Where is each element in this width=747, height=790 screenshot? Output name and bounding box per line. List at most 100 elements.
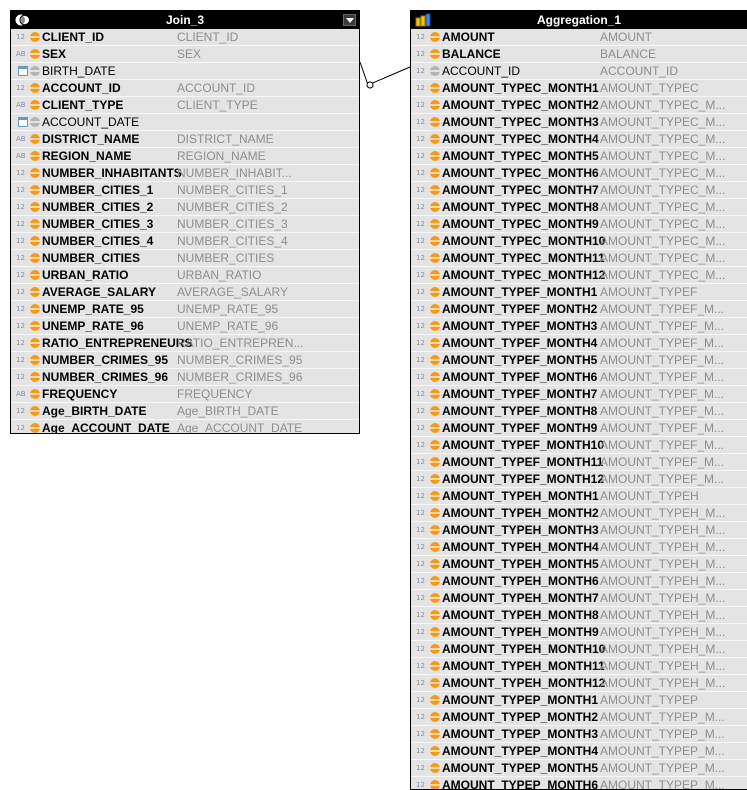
field-alias: AMOUNT_TYPEC (600, 81, 699, 95)
field-alias: AMOUNT_TYPEP_M... (600, 761, 725, 775)
datatype-badge: 12 (416, 543, 425, 551)
field-name: AMOUNT_TYPEH_MONTH8 (442, 608, 599, 622)
join-node-title: Join_3 (165, 13, 204, 27)
measure-icon (430, 321, 440, 331)
field-name: AMOUNT_TYPEF_MONTH5 (442, 353, 598, 367)
measure-icon (430, 134, 440, 144)
field-alias: NUMBER_CITIES_1 (177, 183, 288, 197)
field-row[interactable]: ACCOUNT_DATE (11, 114, 359, 131)
connector-joint[interactable] (366, 81, 374, 89)
field-row[interactable]: BIRTH_DATE (11, 63, 359, 80)
calendar-icon (18, 66, 28, 76)
field-alias: NUMBER_CRIMES_96 (177, 370, 303, 384)
field-name: AMOUNT_TYPEC_MONTH6 (442, 166, 599, 180)
field-alias: AMOUNT_TYPEF_M... (600, 387, 725, 401)
datatype-badge: 12 (416, 458, 425, 466)
field-name: NUMBER_CITIES_2 (42, 200, 154, 214)
join-node-header[interactable]: Join_3 (11, 11, 359, 29)
chevron-down-icon[interactable] (343, 14, 356, 26)
attribute-icon (30, 117, 40, 127)
measure-icon (430, 49, 440, 59)
datatype-badge: 12 (16, 407, 25, 415)
field-name: AMOUNT_TYPEF_MONTH4 (442, 336, 598, 350)
field-name: REGION_NAME (42, 149, 132, 163)
aggregation-node-header[interactable]: Aggregation_1 (411, 11, 747, 29)
field-alias: AMOUNT_TYPEH_M... (600, 625, 726, 639)
measure-icon (430, 695, 440, 705)
field-alias: AMOUNT (600, 30, 652, 44)
